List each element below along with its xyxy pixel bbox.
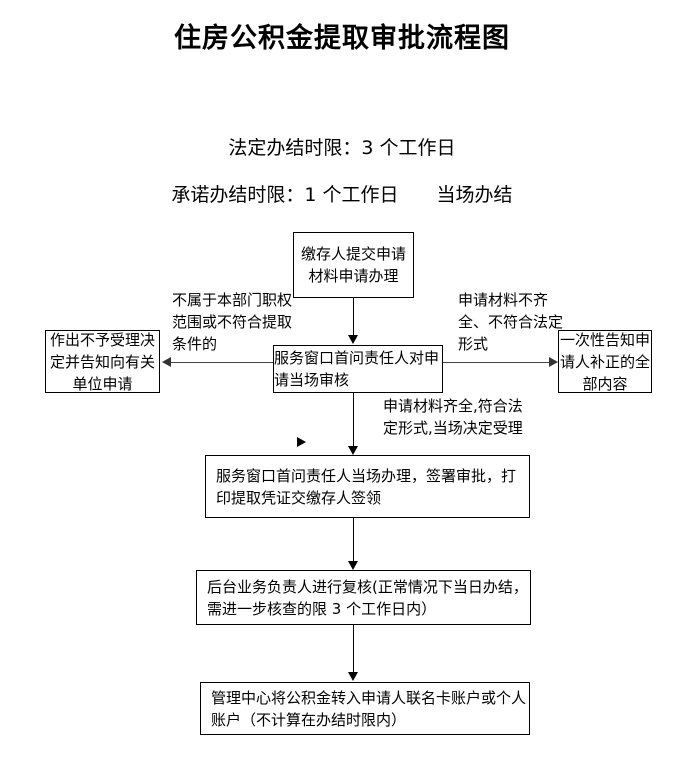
node-front-desk-review-label: 服务窗口首问责任人对申请当场审核 — [274, 349, 440, 389]
arrow-right-icon — [549, 357, 558, 367]
node-reject-decision-label: 作出不予受理决定并告知向有关单位申请 — [49, 330, 155, 393]
node-backoffice-recheck-label: 后台业务负责人进行复核(正常情况下当日办结，需进一步核查的限 3 个工作日内） — [207, 577, 528, 618]
node-fund-transfer-label: 管理中心将公积金转入申请人联名卡账户或个人账户（不计算在办结时限内） — [211, 688, 527, 729]
page-title: 住房公积金提取审批流程图 — [174, 23, 510, 54]
arrow-down-icon — [348, 672, 358, 681]
node-onsite-processing-label: 服务窗口首问责任人当场办理，签署审批，打印提取凭证交缴存人签领 — [216, 466, 517, 507]
node-fund-transfer[interactable]: 管理中心将公积金转入申请人联名卡账户或个人账户（不计算在办结时限内） — [200, 682, 530, 735]
node-submit-application-label: 缴存人提交申请材料申请办理 — [300, 245, 406, 285]
connector-review-to-reject — [171, 362, 273, 363]
connector-submit-to-review — [353, 298, 354, 336]
node-one-time-notice-label: 一次性告知申请人补正的全部内容 — [559, 330, 650, 393]
node-backoffice-recheck[interactable]: 后台业务负责人进行复核(正常情况下当日办结，需进一步核查的限 3 个工作日内） — [196, 570, 531, 625]
arrow-down-icon — [348, 446, 358, 455]
node-submit-application[interactable]: 缴存人提交申请材料申请办理 — [293, 232, 414, 298]
promised-time-limit-label: 承诺办结时限：1 个工作日 当场办结 — [171, 184, 513, 206]
connector-recheck-to-transfer — [353, 625, 354, 673]
arrow-right-icon — [297, 437, 306, 447]
connector-handle-to-recheck — [353, 518, 354, 562]
arrow-down-icon — [348, 561, 358, 570]
legal-time-limit-label: 法定办结时限：3 个工作日 — [228, 137, 456, 159]
arrow-down-icon — [348, 335, 358, 344]
edge-label-not-in-scope: 不属于本部门职权范围或不符合提取条件的 — [172, 291, 293, 353]
node-reject-decision[interactable]: 作出不予受理决定并告知向有关单位申请 — [45, 330, 160, 393]
node-one-time-notice[interactable]: 一次性告知申请人补正的全部内容 — [558, 330, 652, 393]
node-onsite-processing[interactable]: 服务窗口首问责任人当场办理，签署审批，打印提取凭证交缴存人签领 — [205, 455, 530, 518]
connector-review-to-handle — [353, 393, 354, 447]
edge-label-materials-complete: 申请材料齐全,符合法定形式,当场决定受理 — [383, 397, 523, 437]
connector-review-to-notify — [443, 362, 549, 363]
arrow-left-icon — [162, 357, 171, 367]
node-front-desk-review[interactable]: 服务窗口首问责任人对申请当场审核 — [273, 345, 443, 393]
edge-label-incomplete-materials: 申请材料不齐全、不符合法定形式 — [458, 291, 564, 353]
